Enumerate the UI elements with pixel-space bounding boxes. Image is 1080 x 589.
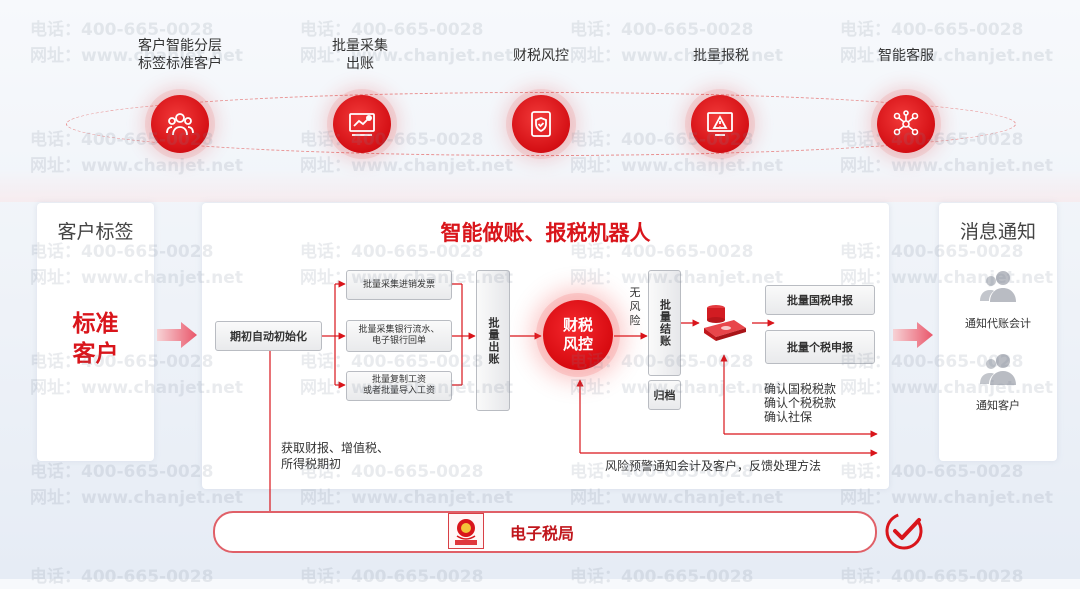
arrow-right-icon	[157, 322, 197, 348]
tax-emblem-icon	[448, 513, 484, 549]
collect-invoice-box: 批量采集进销发票	[346, 270, 452, 300]
notify-accountant-label: 通知代账会计	[965, 317, 1031, 330]
init-box: 期初自动初始化	[215, 321, 322, 351]
feedback-text: 风险预警通知会计及客户，反馈处理方法	[605, 459, 822, 473]
glow-band	[0, 170, 1080, 202]
tax-bureau-bar	[213, 511, 877, 553]
customer-group-icon	[151, 95, 209, 153]
feature-label-batch-tax: 批量报税	[693, 48, 749, 64]
arrow-right-icon	[893, 322, 933, 348]
feature-label-customer-tagging: 客户智能分层 标签标准客户	[138, 38, 222, 72]
risk-control-node: 财税 风控	[543, 300, 613, 370]
batch-out-box: 批量出账	[476, 270, 510, 411]
robot-panel-title: 智能做账、报税机器人	[440, 221, 651, 245]
collect-salary-box: 批量复制工资 或者批量导入工资	[346, 371, 452, 401]
batch-close-box: 批量结账	[648, 270, 681, 376]
national-tax-declare-box: 批量国税申报	[765, 285, 875, 315]
archive-box: 归档	[648, 380, 681, 410]
notify-title: 消息通知	[959, 221, 1036, 243]
user-icon	[980, 354, 1016, 385]
feature-label-smart-service: 智能客服	[878, 48, 934, 64]
network-service-icon	[877, 95, 935, 153]
no-risk-label: 无 风 险	[629, 286, 641, 327]
customer-tag-title: 客户标签	[57, 221, 134, 243]
confirm-text: 确认国税税款 确认个税税款 确认社保	[764, 382, 837, 424]
customer-tag-panel: 客户标签 标准 客户	[37, 203, 154, 461]
tax-bureau-label: 电子税局	[510, 524, 575, 543]
feature-label-batch-collect: 批量采集 出账	[332, 38, 388, 72]
warning-monitor-icon	[691, 95, 749, 153]
fetch-text: 获取财报、增值税、 所得税期初	[281, 441, 390, 471]
personal-tax-declare-box: 批量个税申报	[765, 330, 875, 364]
feature-label-tax-risk: 财税风控	[513, 48, 569, 64]
user-icon	[980, 271, 1016, 302]
money-stack-icon	[704, 305, 746, 341]
notify-customer-label: 通知客户	[976, 399, 1020, 412]
shield-document-icon	[512, 95, 570, 153]
standard-customer-text: 标准 客户	[72, 311, 119, 367]
feature-orbit	[66, 92, 1016, 156]
notify-panel: 消息通知 通知代账会计 通知客户	[939, 203, 1057, 461]
collect-bank-box: 批量采集银行流水、 电子银行回单	[346, 320, 452, 352]
invoice-chart-icon	[333, 95, 391, 153]
check-circle-icon	[885, 512, 923, 550]
